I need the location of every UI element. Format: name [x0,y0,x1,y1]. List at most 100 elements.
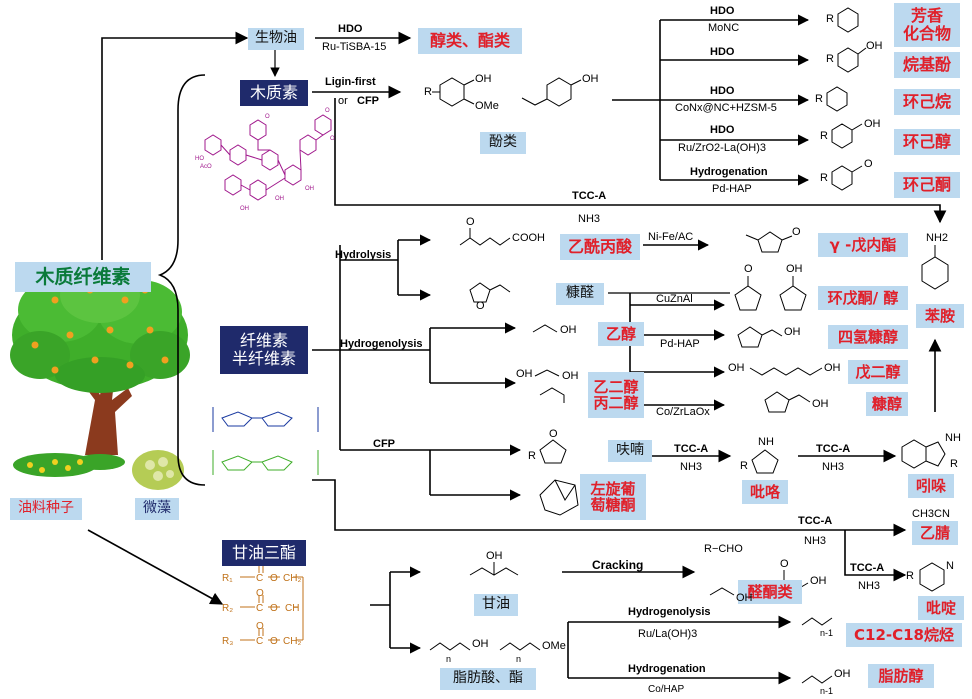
arrow-acetonitrile [312,479,907,537]
r-indole: R [950,458,958,470]
ethylene-glycol-label: 乙二醇 [593,377,639,396]
svg-text:OH: OH [240,206,249,212]
tree-illustration [10,267,190,490]
oh-pentanediol: OH [824,362,841,374]
nh-indole: NH [945,432,961,444]
aromatics-line1: 芳香 [910,6,943,26]
cfp-label-cellulose: CFP [373,438,395,450]
o-levulinic: O [466,216,475,228]
hydrogenation-label-fa: Hydrogenation [628,663,706,675]
tg-branch [370,572,391,648]
tcc-a-label-pyridine: TCC-A [850,562,885,574]
oh-guaiacol: OH [475,73,492,85]
cyclohexanone-product: 环己酮 [894,172,960,198]
oh-glycol-2: OH [562,370,579,382]
conx-label: CoNx@NC+HZSM-5 [675,102,777,114]
hemicellulose-label: 半纤维素 [231,349,296,368]
lignin-first-label: Ligin-first [325,76,376,88]
pd-hap-label-1: Pd-HAP [712,183,752,195]
r-furan: R [528,450,536,462]
hdo-label-1: HDO [710,5,735,17]
cfp-label-lignin: CFP [357,95,379,107]
rcho-label: R−CHO [704,543,743,555]
n1-fatty-alcohol: n-1 [820,686,834,696]
or-label: or [338,95,348,107]
svg-text:O: O [256,588,264,599]
oil-seed-node: 油料种子 [10,498,82,520]
svg-text:R₂: R₂ [222,603,233,614]
alkylphenol-product: 烷基酚 [894,52,960,78]
r-pyrrole: R [740,460,748,472]
cyclohexane-product: 环己烷 [894,89,960,115]
oh-hydroxyacetone: OH [810,575,827,587]
r-pyridine: R [906,570,914,582]
nh2-aniline: NH2 [926,232,949,244]
oh-vinylphenol: OH [582,73,599,85]
svg-text:C: C [256,636,263,647]
oh-cyclopentanol: OH [786,263,803,275]
svg-text:HO: HO [195,156,204,162]
hdo-label-2: HDO [710,46,735,58]
r-cyclohexanone: R [820,172,828,184]
svg-text:CH₂: CH₂ [283,573,301,584]
svg-text:O: O [265,114,270,120]
hydrogenolysis-label-fa: Hydrogenolysis [628,606,711,618]
ru-zro2-label: Ru/ZrO2-La(OH)3 [678,142,767,154]
oh-glycol-1: OH [516,368,533,380]
cyclohexanol-product: 环己醇 [894,129,960,155]
tcc-a-label-pyrrole: TCC-A [674,443,709,455]
svg-text:AcO: AcO [200,164,212,170]
hydrolysis-label: Hydrolysis [335,249,392,261]
o-hydroxyacetone: O [780,558,789,570]
lignin-node: 木质素 [240,80,308,106]
co-zrlao-label: Co/ZrLaOx [656,406,710,418]
ethanol-product: 乙醇 [598,322,644,346]
pd-hap-label-2: Pd-HAP [660,338,700,350]
oh-ethanol: OH [560,324,577,336]
svg-text:CH: CH [285,603,299,614]
hdo-label-4: HDO [710,124,735,136]
svg-text:O: O [270,573,278,584]
r-alkylphenol: R [826,53,834,65]
pyridine-product: 吡啶 [918,596,964,620]
tcc-a-label-acetonitrile: TCC-A [798,515,833,527]
glycerol-label: 甘油 [474,594,518,616]
svg-text:O: O [270,636,278,647]
molecule-drawings [429,7,949,684]
ome-guaiacol: OMe [475,100,499,112]
oh-glycerol: OH [486,550,503,562]
r-aromatic: R [826,13,834,25]
tcc-a-label-indole: TCC-A [816,443,851,455]
o-furfural: O [476,300,485,312]
oh-furfuryl: OH [812,398,829,410]
pentanediol-product: 戊二醇 [848,360,908,384]
phenols-label: 酚类 [480,132,526,154]
pyrrole-product: 吡咯 [742,480,788,504]
ru-tisba-label: Ru-TiSBA-15 [322,41,387,53]
fatty-alcohol-product: 脂肪醇 [868,664,934,688]
microalgae-node: 微藻 [135,498,179,520]
n-pyridine: N [946,560,954,572]
ni-fe-label: Ni-Fe/AC [648,231,694,243]
arrow-pyridine [844,530,907,582]
svg-text:O: O [270,603,278,614]
nh3-label-pyridine: NH3 [858,580,881,592]
main-bracket [157,74,206,486]
bio-oil-node: 生物油 [248,28,304,50]
cellulose-structure [212,407,319,475]
hydrogenation-label-1: Hydrogenation [690,166,768,178]
r-guaiacol: R [424,86,432,98]
levulinic-product: 乙酰丙酸 [560,234,640,260]
cellulose-node: 纤维素 半纤维素 [220,326,308,374]
arrow-lignin-tcca [334,98,947,224]
arrow-oil-to-tg [87,529,224,605]
r-cyclohexanol: R [820,130,828,142]
oh-cyclohexanol: OH [864,118,881,130]
oh-aldehyde: OH [736,592,753,604]
arrow-to-bio-oil [101,31,249,260]
svg-text:O: O [330,136,335,142]
ho-pentanediol: OH [728,362,745,374]
indole-product: 吲哚 [908,474,954,498]
